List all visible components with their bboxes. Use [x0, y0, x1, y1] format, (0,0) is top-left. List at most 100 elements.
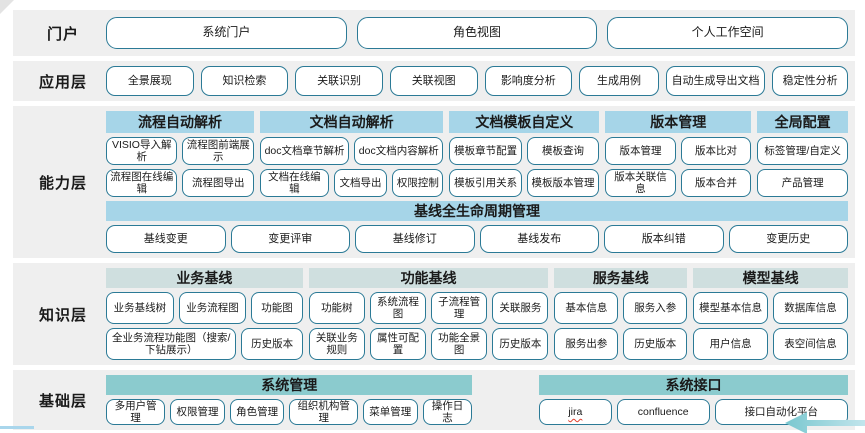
group-header: 流程自动解析 — [106, 111, 254, 133]
knowledge-group-function-baseline: 功能基线 功能树 系统流程图 子流程管理 关联服务 关联业务规则 属性可配置 功… — [308, 268, 549, 360]
capability-button[interactable]: doc文档章节解析 — [259, 137, 350, 165]
knowledge-layer-band: 知识层 业务基线 业务基线树 业务流程图 功能图 全业务流程功能图（搜索/下钻展… — [13, 263, 855, 365]
capability-button[interactable]: 文档导出 — [333, 169, 388, 197]
capability-button[interactable]: 模板引用关系 — [449, 169, 522, 197]
capability-group-doc-parse: 文档自动解析 doc文档章节解析 doc文档内容解析 文档在线编辑 文档导出 权… — [259, 111, 444, 197]
capability-button[interactable]: 版本关联信息 — [605, 169, 676, 197]
knowledge-button[interactable]: 基本信息 — [554, 292, 619, 324]
layer-label-capability: 能力层 — [38, 174, 87, 192]
app-button[interactable]: 全景展现 — [106, 66, 194, 96]
knowledge-button[interactable]: 服务出参 — [554, 328, 619, 360]
bottom-left-line-decoration — [0, 426, 34, 429]
knowledge-button[interactable]: 全业务流程功能图（搜索/下钻展示） — [106, 328, 237, 360]
foundation-group-system-management: 系统管理 多用户管理 权限管理 角色管理 组织机构管理 菜单管理 操作日志 — [106, 375, 473, 425]
knowledge-button[interactable]: 功能图 — [251, 292, 303, 324]
foundation-layer-band: 基础层 系统管理 多用户管理 权限管理 角色管理 组织机构管理 菜单管理 操作日… — [13, 370, 855, 430]
capability-group-template: 文档模板自定义 模板章节配置 模板查询 模板引用关系 模板版本管理 — [449, 111, 600, 197]
group-header: 功能基线 — [308, 268, 549, 288]
layer-label-knowledge: 知识层 — [38, 306, 87, 324]
capability-group-process-parse: 流程自动解析 VISIO导入解析 流程图前端展示 流程图在线编辑 流程图导出 — [106, 111, 254, 197]
layer-label-application: 应用层 — [38, 73, 87, 91]
baseline-button[interactable]: 基线发布 — [479, 225, 599, 253]
foundation-button[interactable]: 角色管理 — [229, 399, 285, 425]
group-header: 版本管理 — [605, 111, 752, 133]
capability-button[interactable]: 模板查询 — [526, 137, 600, 165]
baseline-button[interactable]: 变更评审 — [230, 225, 350, 253]
left-arrow-icon — [773, 409, 865, 433]
baseline-button[interactable]: 基线变更 — [106, 225, 226, 253]
foundation-button[interactable]: 菜单管理 — [362, 399, 418, 425]
knowledge-button[interactable]: 历史版本 — [492, 328, 549, 360]
group-header: 系统管理 — [106, 375, 473, 395]
app-button[interactable]: 生成用例 — [579, 66, 659, 96]
foundation-button[interactable]: 权限管理 — [170, 399, 225, 425]
foundation-button[interactable]: 操作日志 — [422, 399, 473, 425]
knowledge-button[interactable]: 属性可配置 — [369, 328, 427, 360]
app-button[interactable]: 稳定性分析 — [772, 66, 849, 96]
knowledge-button[interactable]: 子流程管理 — [431, 292, 488, 324]
group-header: 文档模板自定义 — [449, 111, 600, 133]
capability-button[interactable]: 流程图在线编辑 — [106, 169, 178, 197]
layer-label-portal: 门户 — [46, 25, 79, 43]
portal-button[interactable]: 个人工作空间 — [607, 17, 849, 49]
knowledge-button[interactable]: 服务入参 — [623, 292, 688, 324]
jira-label: jira — [568, 405, 583, 418]
capability-button[interactable]: 版本比对 — [680, 137, 752, 165]
baseline-button[interactable]: 版本纠错 — [604, 225, 724, 253]
capability-button[interactable]: 版本管理 — [605, 137, 676, 165]
knowledge-group-business-baseline: 业务基线 业务基线树 业务流程图 功能图 全业务流程功能图（搜索/下钻展示） 历… — [106, 268, 303, 360]
app-button[interactable]: 关联识别 — [295, 66, 383, 96]
application-layer-band: 应用层 全景展现 知识检索 关联识别 关联视图 影响度分析 生成用例 自动生成导… — [13, 61, 855, 101]
capability-button[interactable]: 流程图前端展示 — [182, 137, 254, 165]
baseline-button[interactable]: 变更历史 — [728, 225, 848, 253]
baseline-lifecycle-header: 基线全生命周期管理 — [106, 201, 848, 221]
knowledge-button[interactable]: 表空间信息 — [773, 328, 848, 360]
portal-button[interactable]: 系统门户 — [106, 17, 347, 49]
capability-button[interactable]: 标签管理/自定义 — [757, 137, 848, 165]
app-button[interactable]: 自动生成导出文档 — [665, 66, 766, 96]
capability-layer-band: 能力层 流程自动解析 VISIO导入解析 流程图前端展示 流程图在线编辑 流程图… — [13, 106, 855, 258]
foundation-button-jira[interactable]: jira — [538, 399, 612, 425]
foundation-button[interactable]: 多用户管理 — [106, 399, 166, 425]
baseline-button[interactable]: 基线修订 — [355, 225, 475, 253]
group-header: 业务基线 — [106, 268, 303, 288]
group-header: 服务基线 — [554, 268, 688, 288]
capability-group-version: 版本管理 版本管理 版本比对 版本关联信息 版本合并 — [605, 111, 752, 197]
knowledge-button[interactable]: 数据库信息 — [773, 292, 848, 324]
knowledge-group-model-baseline: 模型基线 模型基本信息 数据库信息 用户信息 表空间信息 — [693, 268, 848, 360]
portal-button[interactable]: 角色视图 — [356, 17, 598, 49]
knowledge-button[interactable]: 历史版本 — [241, 328, 303, 360]
group-header: 系统接口 — [538, 375, 848, 395]
knowledge-button[interactable]: 功能树 — [308, 292, 365, 324]
knowledge-button[interactable]: 业务基线树 — [106, 292, 174, 324]
group-header: 模型基线 — [693, 268, 848, 288]
app-button[interactable]: 关联视图 — [389, 66, 478, 96]
capability-button[interactable]: doc文档内容解析 — [354, 137, 444, 165]
capability-group-global-config: 全局配置 标签管理/自定义 产品管理 — [757, 111, 848, 197]
knowledge-button[interactable]: 业务流程图 — [178, 292, 247, 324]
app-button[interactable]: 知识检索 — [200, 66, 289, 96]
corner-fold-decoration — [0, 0, 14, 14]
foundation-button[interactable]: 组织机构管理 — [289, 399, 358, 425]
knowledge-button[interactable]: 系统流程图 — [369, 292, 427, 324]
foundation-gap — [478, 375, 532, 425]
capability-button[interactable]: 模板版本管理 — [526, 169, 600, 197]
knowledge-button[interactable]: 用户信息 — [693, 328, 769, 360]
knowledge-group-service-baseline: 服务基线 基本信息 服务入参 服务出参 历史版本 — [554, 268, 688, 360]
foundation-button-confluence[interactable]: confluence — [616, 399, 710, 425]
capability-button[interactable]: 产品管理 — [757, 169, 848, 197]
capability-button[interactable]: 文档在线编辑 — [259, 169, 329, 197]
group-header: 文档自动解析 — [259, 111, 444, 133]
capability-button[interactable]: 权限控制 — [392, 169, 444, 197]
knowledge-button[interactable]: 功能全景图 — [431, 328, 488, 360]
knowledge-button[interactable]: 关联服务 — [492, 292, 549, 324]
knowledge-button[interactable]: 模型基本信息 — [693, 292, 769, 324]
knowledge-button[interactable]: 关联业务规则 — [308, 328, 365, 360]
capability-button[interactable]: VISIO导入解析 — [106, 137, 178, 165]
capability-button[interactable]: 版本合并 — [680, 169, 752, 197]
capability-button[interactable]: 模板章节配置 — [449, 137, 522, 165]
knowledge-button[interactable]: 历史版本 — [623, 328, 688, 360]
capability-button[interactable]: 流程图导出 — [182, 169, 254, 197]
app-button[interactable]: 影响度分析 — [484, 66, 573, 96]
